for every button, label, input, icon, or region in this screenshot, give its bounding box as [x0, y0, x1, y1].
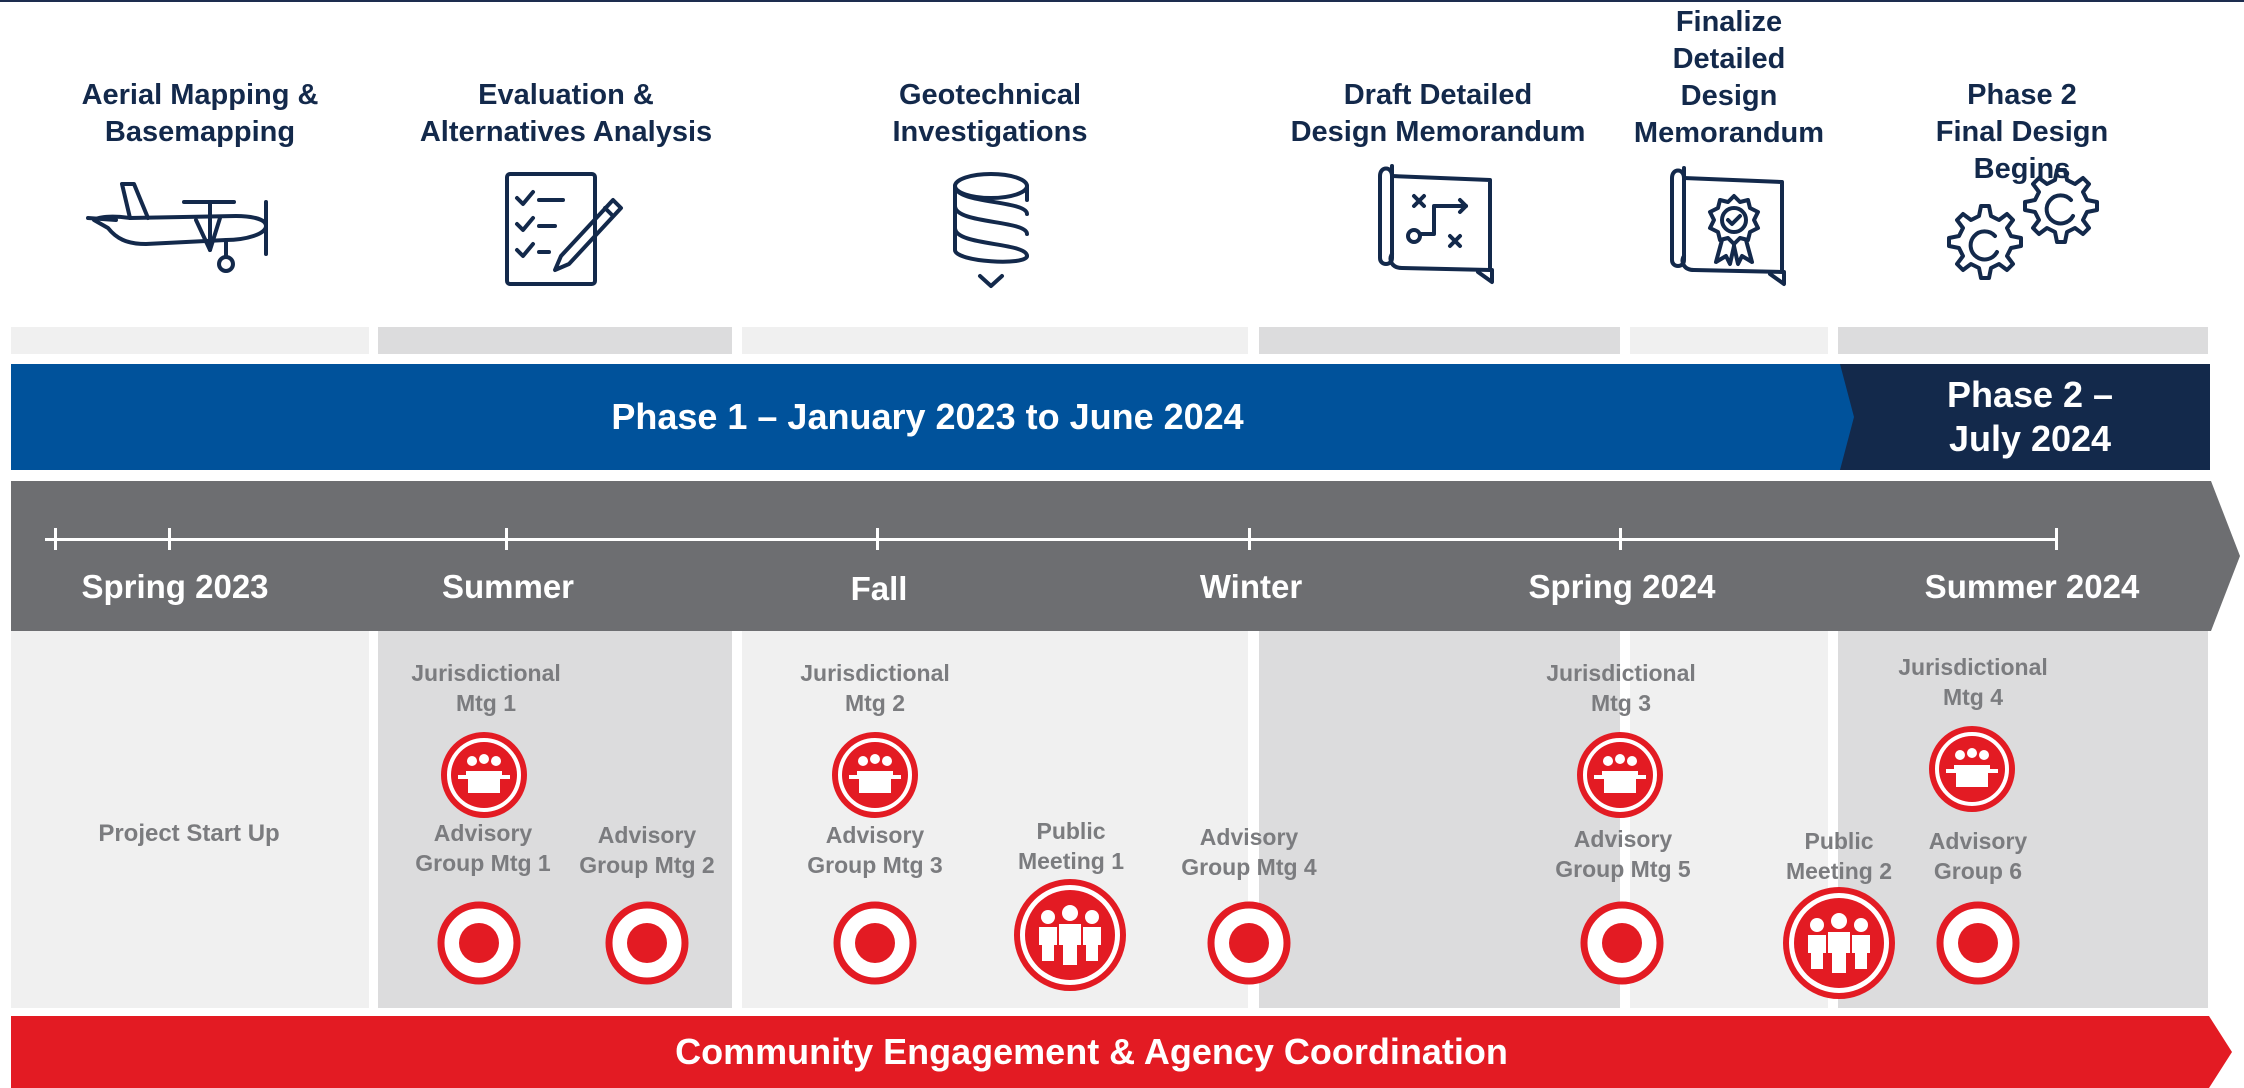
- column-body: [1838, 631, 2208, 1008]
- airplane-icon: [86, 172, 276, 276]
- milestone-title-geotechnical: Geotechnical Investigations: [892, 79, 1088, 148]
- jurisdictional-mtg-label: Jurisdictional Mtg 2: [800, 660, 950, 716]
- public-meeting-icon: [1783, 887, 1895, 999]
- season-label: Spring 2023: [81, 568, 269, 605]
- timeline-tick: [168, 528, 171, 550]
- advisory-group-mtg-label: Advisory Group Mtg 1: [415, 820, 551, 876]
- public-meeting-label: Public Meeting 2: [1785, 828, 1893, 884]
- phase-1-banner: Phase 1 – January 2023 to June 2024: [11, 364, 1856, 470]
- timeline-tick: [1248, 528, 1251, 550]
- season-label: Fall: [850, 570, 908, 607]
- project-start-up-label: Project Start Up: [98, 820, 280, 847]
- phase-2-label: Phase 2 – July 2024: [1946, 374, 2114, 459]
- timeline-tick: [1619, 528, 1622, 550]
- timeline-arrow: [11, 481, 2240, 631]
- community-engagement-banner: Community Engagement & Agency Coordinati…: [11, 1016, 2232, 1088]
- advisory-meeting-icon: [437, 901, 521, 985]
- season-label: Winter: [1199, 568, 1303, 605]
- community-engagement-label: Community Engagement & Agency Coordinati…: [675, 1031, 1508, 1072]
- blueprint-icon: [1378, 162, 1500, 286]
- column-header-strip: [1838, 327, 2208, 354]
- column-body: [1259, 631, 1620, 1008]
- advisory-group-mtg-label: Advisory Group 6: [1928, 828, 2028, 884]
- season-label: Summer: [441, 568, 575, 605]
- public-meeting-icon: [1014, 879, 1126, 991]
- certified-blueprint-icon: [1670, 164, 1792, 288]
- timeline-tick: [505, 528, 508, 550]
- advisory-meeting-icon: [1207, 901, 1291, 985]
- jurisdictional-mtg-label: Jurisdictional Mtg 1: [411, 660, 561, 716]
- jurisdictional-mtg-label: Jurisdictional Mtg 3: [1546, 660, 1696, 716]
- timeline-axis-line: [45, 538, 2056, 541]
- advisory-meeting-icon: [1936, 901, 2020, 985]
- column-header-strip: [1259, 327, 1620, 354]
- timeline-tick: [876, 528, 879, 550]
- advisory-meeting-icon: [605, 901, 689, 985]
- jurisdictional-meeting-icon: [831, 731, 919, 819]
- season-label: Summer 2024: [1924, 568, 2140, 605]
- advisory-group-mtg-label: Advisory Group Mtg 5: [1555, 826, 1691, 882]
- milestone-title-phase2-design: Phase 2 Final Design Begins: [1935, 79, 2109, 185]
- checklist-icon: [505, 172, 623, 288]
- advisory-meeting-icon: [833, 901, 917, 985]
- timeline-tick: [54, 528, 57, 550]
- advisory-group-mtg-label: Advisory Group Mtg 3: [807, 822, 943, 878]
- milestone-title-aerial-mapping: Aerial Mapping & Basemapping: [81, 79, 319, 148]
- milestone-title-evaluation: Evaluation & Alternatives Analysis: [419, 79, 713, 148]
- advisory-meeting-icon: [1580, 901, 1664, 985]
- column-header-strip: [378, 327, 732, 354]
- advisory-group-mtg-label: Advisory Group Mtg 2: [579, 822, 715, 878]
- phase-2-banner: Phase 2 – July 2024: [1840, 364, 2210, 470]
- column-header-strip: [742, 327, 1248, 354]
- top-border: [0, 0, 2244, 2]
- gears-icon: [1945, 166, 2101, 294]
- public-meeting-label: Public Meeting 1: [1017, 818, 1125, 874]
- milestone-title-draft-design: Draft Detailed Design Memorandum: [1290, 79, 1586, 148]
- milestone-title-finalize-design: Finalize Detailed Design Memorandum: [1633, 6, 1825, 149]
- timeline-tick: [2055, 528, 2058, 550]
- jurisdictional-meeting-icon: [440, 731, 528, 819]
- column-body: [742, 631, 1248, 1008]
- season-label: Spring 2024: [1528, 568, 1716, 605]
- drill-icon: [950, 170, 1032, 290]
- phase-1-label: Phase 1 – January 2023 to June 2024: [611, 396, 1244, 437]
- column-header-strip: [1630, 327, 1828, 354]
- advisory-group-mtg-label: Advisory Group Mtg 4: [1181, 824, 1317, 880]
- column-body: [11, 631, 369, 1008]
- jurisdictional-meeting-icon: [1576, 731, 1664, 819]
- jurisdictional-mtg-label: Jurisdictional Mtg 4: [1898, 654, 2048, 710]
- column-header-strip: [11, 327, 369, 354]
- jurisdictional-meeting-icon: [1928, 725, 2016, 813]
